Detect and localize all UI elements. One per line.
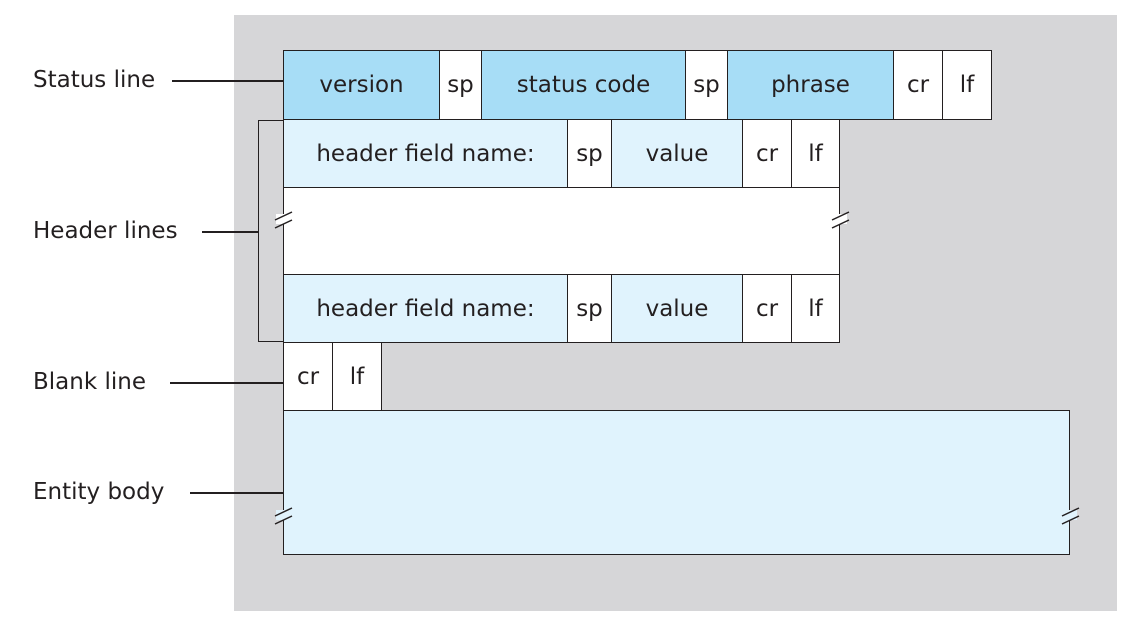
status-line-leader xyxy=(172,80,284,82)
header-field-name-1: header field name: xyxy=(283,119,568,188)
header-lines-leader xyxy=(202,231,258,233)
header-lf-2: lf xyxy=(791,274,840,343)
header-sp-2: sp xyxy=(567,274,612,343)
status-phrase-field: phrase xyxy=(727,50,894,120)
status-line-label: Status line xyxy=(33,67,156,93)
entity-body-label: Entity body xyxy=(33,479,165,505)
header-lines-bracket xyxy=(258,120,284,342)
status-sp-field-2: sp xyxy=(685,50,728,120)
header-lf-1: lf xyxy=(791,119,840,188)
header-field-name-2: header field name: xyxy=(283,274,568,343)
status-lf-field: lf xyxy=(942,50,992,120)
entity-body-leader xyxy=(190,492,284,494)
blank-line-lf: lf xyxy=(332,342,382,411)
header-lines-label: Header lines xyxy=(33,218,178,244)
header-cr-1: cr xyxy=(742,119,792,188)
header-cr-2: cr xyxy=(742,274,792,343)
status-sp-field-1: sp xyxy=(439,50,482,120)
status-cr-field: cr xyxy=(893,50,943,120)
header-value-2: value xyxy=(611,274,743,343)
blank-line-label: Blank line xyxy=(33,369,146,395)
status-code-field: status code xyxy=(481,50,686,120)
blank-line-cr: cr xyxy=(283,342,333,411)
blank-line-leader xyxy=(170,382,284,384)
entity-body-box xyxy=(283,410,1070,555)
header-lines-elided xyxy=(283,187,840,275)
status-version-field: version xyxy=(283,50,440,120)
header-sp-1: sp xyxy=(567,119,612,188)
header-value-1: value xyxy=(611,119,743,188)
